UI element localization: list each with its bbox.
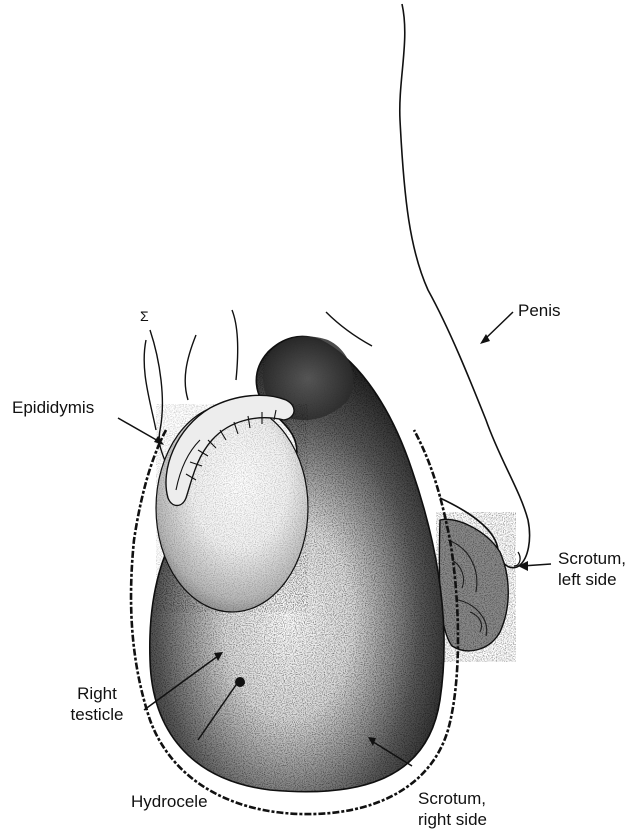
label-right-testicle-line2: testicle xyxy=(52,704,142,725)
label-scrotum-right-line1: Scrotum, xyxy=(418,788,487,809)
label-right-testicle: Right testicle xyxy=(52,683,142,725)
label-epididymis: Epididymis xyxy=(12,397,94,418)
sigma-mark: Σ xyxy=(140,306,149,327)
label-hydrocele: Hydrocele xyxy=(131,791,208,812)
label-scrotum-left-line1: Scrotum, xyxy=(558,548,626,569)
label-right-testicle-line1: Right xyxy=(52,683,142,704)
label-penis: Penis xyxy=(518,300,561,321)
label-scrotum-right-line2: right side xyxy=(418,809,487,830)
hydrocele-marker-dot xyxy=(235,677,245,687)
label-scrotum-right-side: Scrotum, right side xyxy=(418,788,487,830)
penis-shape xyxy=(400,4,530,568)
right-testicle-shape xyxy=(156,404,308,612)
label-scrotum-left-line2: left side xyxy=(558,569,626,590)
label-scrotum-left-side: Scrotum, left side xyxy=(558,548,626,590)
